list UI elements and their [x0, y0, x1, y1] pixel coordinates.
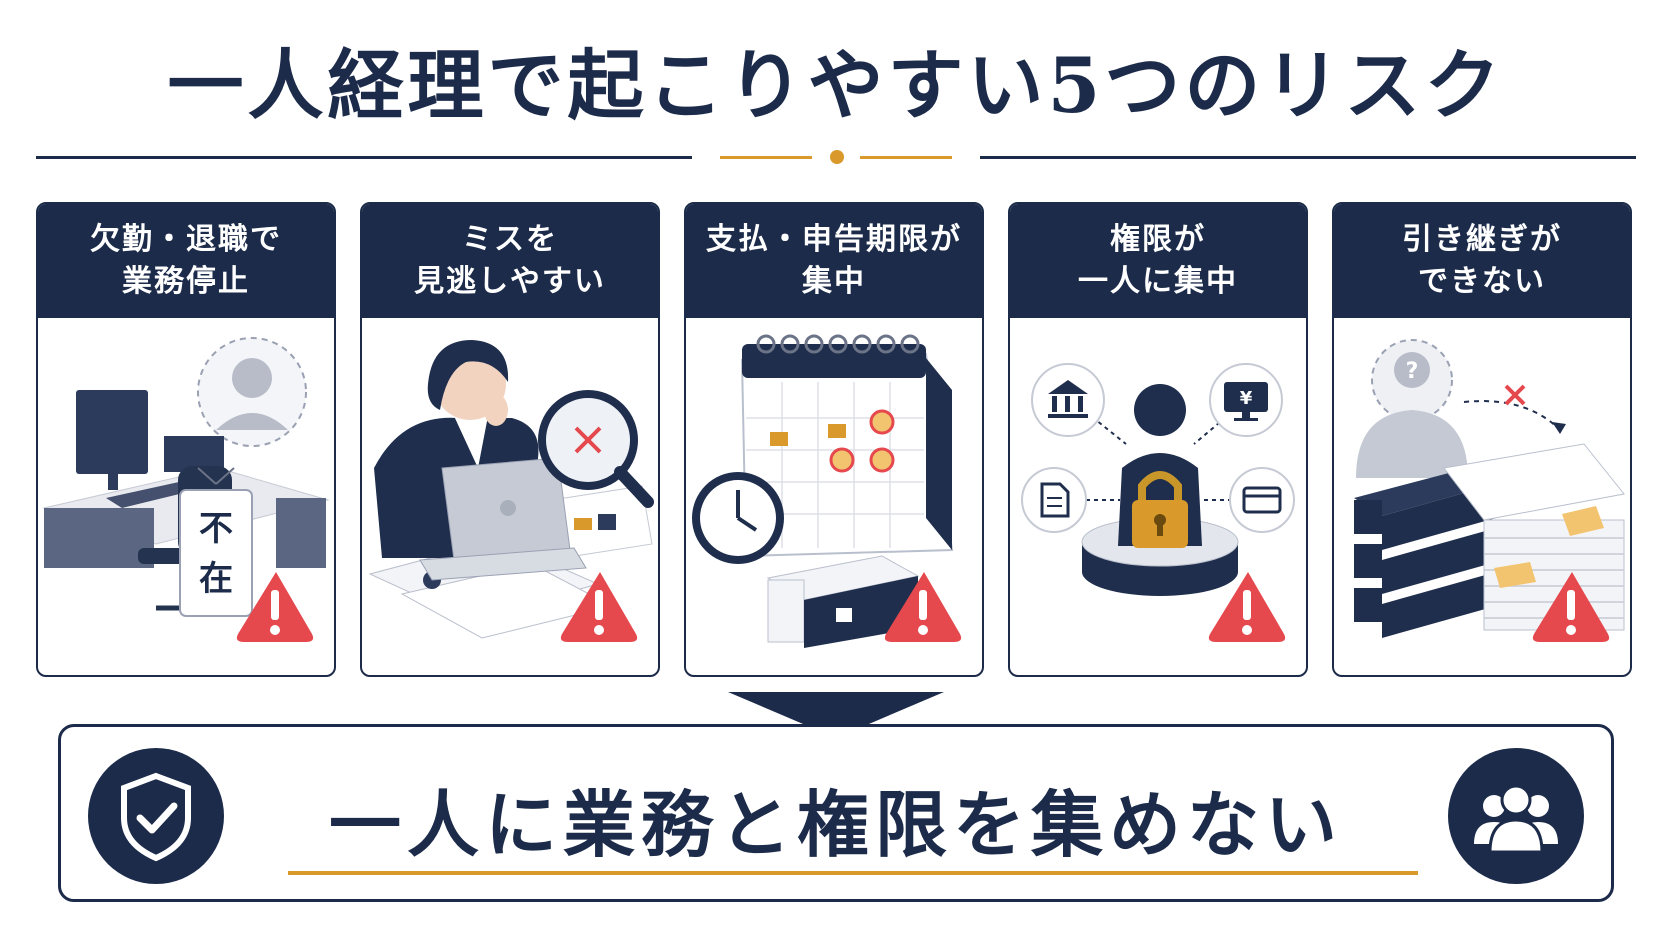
warning-icon [884, 572, 962, 642]
title-rule-dot [830, 150, 844, 164]
yen-monitor-icon: ¥ [1209, 363, 1283, 437]
card-title-line1: 支払・申告期限が [706, 222, 962, 257]
warning-icon [560, 572, 638, 642]
card-header: 支払・申告期限が 集中 [686, 204, 982, 318]
card-illustration [362, 318, 658, 675]
card-title-line2: できない [1418, 264, 1546, 299]
card-illustration [686, 318, 982, 675]
card-title-line2: 集中 [802, 264, 866, 299]
svg-text:¥: ¥ [1240, 388, 1253, 409]
card-header: ミスを 見逃しやすい [362, 204, 658, 318]
page-title: 一人経理で起こりやすい5つのリスク [167, 41, 1505, 130]
card-title-line1: ミスを [462, 222, 558, 257]
card-header: 権限が 一人に集中 [1010, 204, 1306, 318]
risk-card-handover: 引き継ぎが できない ? [1332, 202, 1632, 677]
person-icon [197, 337, 307, 447]
card-title-line2: 見逃しやすい [414, 264, 606, 299]
risk-card-authority: 権限が 一人に集中 [1008, 202, 1308, 677]
conclusion-underline [288, 871, 1418, 875]
title-rule-gold-right [860, 156, 952, 159]
card-title-line1: 権限が [1110, 222, 1206, 257]
card-illustration: 不 在 [38, 318, 334, 675]
warning-icon [1532, 572, 1610, 642]
warning-icon [236, 572, 314, 642]
magnifier-icon [538, 390, 654, 508]
conclusion-text: 一人に業務と権限を集めない [328, 782, 1343, 867]
warning-icon [1208, 572, 1286, 642]
unknown-person-icon: ? [1356, 339, 1468, 478]
card-title-line1: 引き継ぎが [1402, 222, 1562, 257]
card-header: 欠勤・退職で 業務停止 [38, 204, 334, 318]
risk-card-absence: 欠勤・退職で 業務停止 [36, 202, 336, 677]
card-title-line2: 一人に集中 [1078, 264, 1238, 299]
handover-arrow [1463, 384, 1566, 434]
card-illustration: ? [1334, 318, 1630, 675]
down-arrow-icon [728, 692, 944, 738]
binder-stack [766, 555, 920, 648]
clock-icon [692, 472, 784, 564]
sign-text-1: 不 [199, 509, 233, 549]
card-title-line1: 欠勤・退職で [90, 222, 282, 257]
title-rule-right [980, 156, 1636, 159]
laptop [419, 457, 587, 581]
padlock-icon [1132, 471, 1188, 548]
card-title-line2: 業務停止 [122, 264, 250, 299]
svg-text:?: ? [1406, 359, 1419, 384]
group-icon [1448, 748, 1584, 884]
card-illustration: ¥ [1010, 318, 1306, 675]
office-desk [42, 390, 330, 568]
title-rule-left [36, 156, 692, 159]
card-icon [1229, 467, 1295, 533]
bank-icon [1031, 363, 1105, 437]
shield-check-icon [88, 748, 224, 884]
risk-card-deadlines: 支払・申告期限が 集中 [684, 202, 984, 677]
absent-sign: 不 在 [179, 467, 253, 617]
card-header: 引き継ぎが できない [1334, 204, 1630, 318]
document-icon [1021, 467, 1087, 533]
risk-card-missed-errors: ミスを 見逃しやすい [360, 202, 660, 677]
sign-text-2: 在 [199, 559, 233, 599]
title-rule-gold-left [720, 156, 812, 159]
